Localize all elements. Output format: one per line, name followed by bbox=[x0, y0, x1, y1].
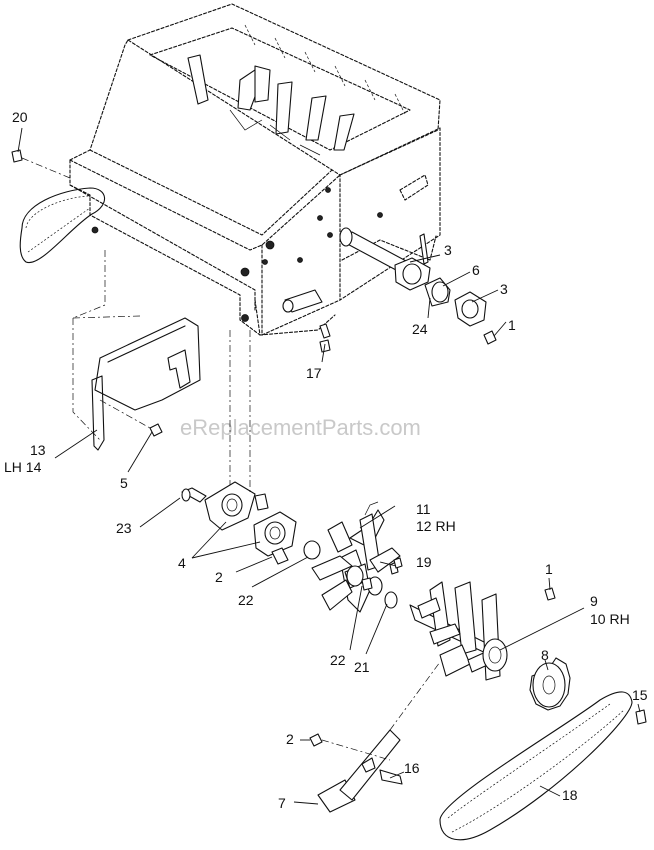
callout-16: 16 bbox=[404, 760, 420, 776]
upper-drive-chain bbox=[19, 187, 106, 264]
callout-17: 17 bbox=[306, 365, 322, 381]
callout-8: 8 bbox=[541, 647, 549, 663]
lever-7 bbox=[309, 661, 441, 813]
callout-2-upper: 2 bbox=[215, 569, 223, 585]
callout-5: 5 bbox=[120, 475, 128, 491]
callout-3-upper: 3 bbox=[444, 242, 452, 258]
side-shield-13-14 bbox=[72, 250, 201, 451]
tine-assembly-11-12 bbox=[303, 501, 401, 613]
callout-7: 7 bbox=[278, 795, 286, 811]
callout-1-upper: 1 bbox=[508, 317, 516, 333]
watermark-text: eReplacementParts.com bbox=[180, 415, 421, 440]
housing-tines bbox=[187, 54, 355, 156]
lower-drive-chain-18 bbox=[439, 691, 633, 841]
leader-lines bbox=[17, 127, 641, 805]
bolt-20 bbox=[11, 149, 71, 179]
callout-23: 23 bbox=[116, 520, 132, 536]
bolt-15 bbox=[635, 709, 647, 725]
side-shaft-assembly bbox=[282, 227, 497, 345]
callout-labels: 20 3 6 3 24 1 17 13 LH 14 5 11 12 RH 23 … bbox=[4, 109, 648, 811]
callout-19: 19 bbox=[416, 554, 432, 570]
callout-24: 24 bbox=[412, 321, 428, 337]
callout-12-rh: 12 RH bbox=[416, 518, 456, 534]
callout-18: 18 bbox=[562, 787, 578, 803]
callout-22-upper: 22 bbox=[238, 592, 254, 608]
callout-21: 21 bbox=[354, 659, 370, 675]
callout-3-lower: 3 bbox=[500, 281, 508, 297]
bearing-flanges-4 bbox=[181, 330, 297, 565]
callout-6: 6 bbox=[472, 262, 480, 278]
callout-14-lh: LH 14 bbox=[4, 459, 42, 475]
callout-15: 15 bbox=[632, 687, 648, 703]
callout-4: 4 bbox=[178, 555, 186, 571]
callout-2-lower: 2 bbox=[286, 731, 294, 747]
callout-1-lower: 1 bbox=[545, 561, 553, 577]
callout-9: 9 bbox=[590, 593, 598, 609]
housing bbox=[69, 3, 441, 336]
callout-10-rh: 10 RH bbox=[590, 611, 630, 627]
callout-11: 11 bbox=[416, 501, 431, 517]
callout-20: 20 bbox=[12, 109, 28, 125]
callout-13: 13 bbox=[30, 442, 46, 458]
callout-22-lower: 22 bbox=[330, 652, 346, 668]
tine-assembly-9-10 bbox=[409, 581, 571, 711]
